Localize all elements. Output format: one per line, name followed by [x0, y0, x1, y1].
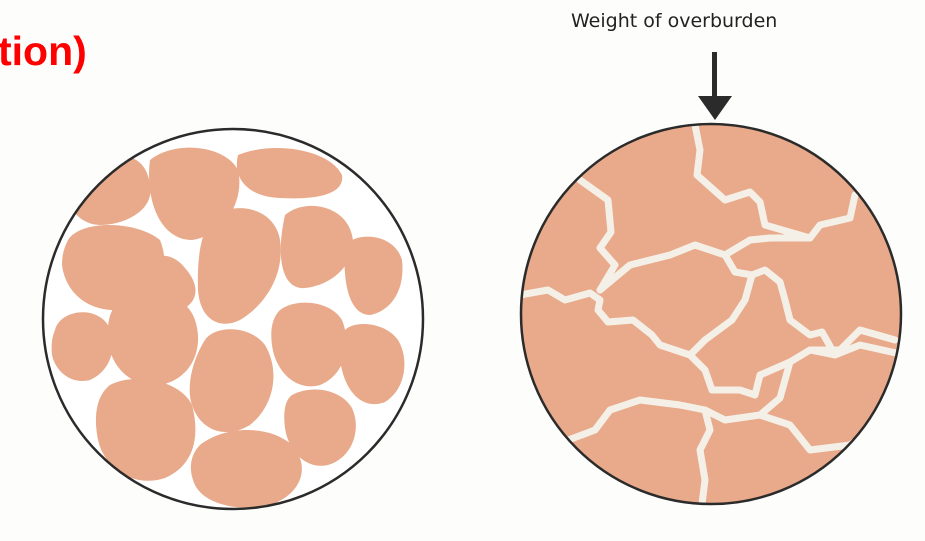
uncompacted-sediment: [43, 129, 423, 509]
arrow-head: [698, 96, 732, 120]
arrow-shaft: [712, 52, 717, 96]
grain: [191, 430, 302, 508]
arrow-down-icon: [698, 52, 732, 120]
compacted-sediment: [520, 124, 905, 520]
